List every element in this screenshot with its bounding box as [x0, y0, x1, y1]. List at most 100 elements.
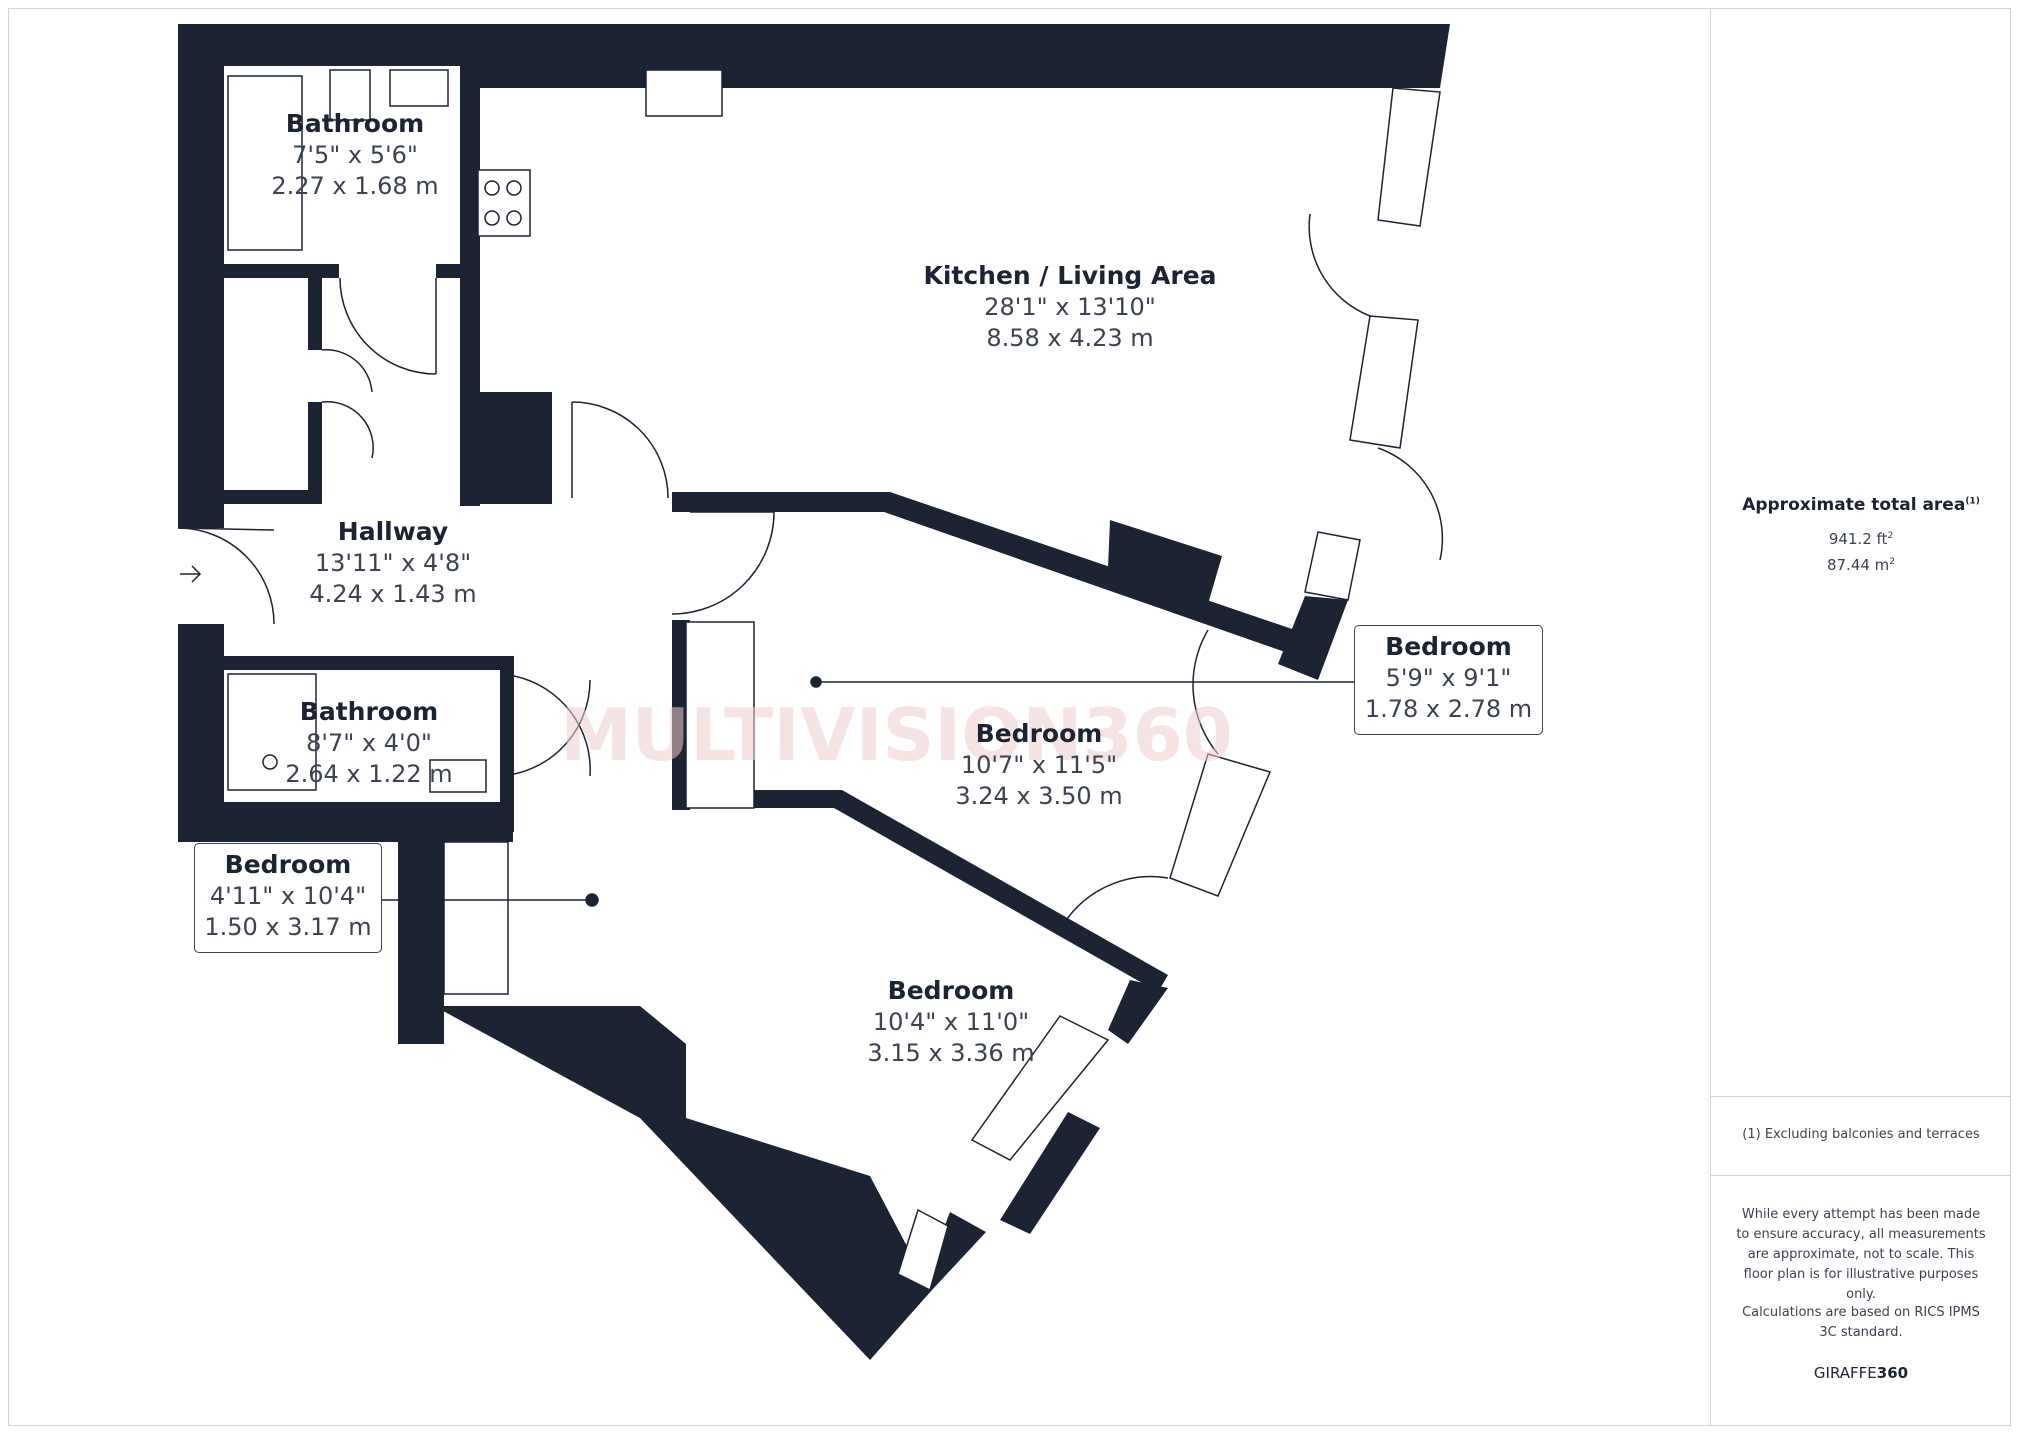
- wall-corner-right: [1278, 596, 1348, 680]
- sink-2: [429, 759, 487, 793]
- wall-bath1-bottom-right: [436, 264, 466, 278]
- callout-bedroom-small-right: Bedroom 5'9" x 9'1" 1.78 x 2.78 m: [1354, 625, 1543, 735]
- wardrobe-center: [685, 621, 755, 809]
- room-metric: 8.58 x 4.23 m: [986, 324, 1154, 352]
- total-area-m-value: 87.44 m: [1826, 556, 1890, 574]
- wall-bath2-right: [500, 662, 514, 832]
- wall-kitchen-bottom: [672, 492, 1295, 652]
- room-name: Bedroom: [1385, 632, 1512, 661]
- window-bedroom-2: [897, 1208, 949, 1292]
- hob: [477, 169, 531, 237]
- wall-pillar: [462, 392, 552, 504]
- unit-squared: 2: [1889, 557, 1896, 567]
- sink-1: [389, 69, 449, 107]
- room-metric: 1.50 x 3.17 m: [204, 913, 372, 941]
- hob-ring: [484, 210, 500, 226]
- room-imperial: 8'7" x 4'0": [306, 729, 432, 757]
- wardrobe-left: [443, 841, 509, 995]
- total-area-m: 87.44 m2: [1711, 556, 2011, 574]
- room-metric: 3.15 x 3.36 m: [867, 1039, 1035, 1067]
- room-name: Bathroom: [285, 109, 425, 138]
- brand-logo: GIRAFFE360: [1711, 1364, 2011, 1382]
- room-name: Hallway: [337, 517, 449, 546]
- room-name: Bedroom: [975, 719, 1103, 748]
- wall-top: [178, 24, 1450, 88]
- side-panel-rule: [1710, 1096, 2011, 1097]
- total-area-ft: 941.2 ft2: [1711, 530, 2011, 548]
- hob-ring: [506, 210, 522, 226]
- unit-squared: 2: [1887, 531, 1894, 541]
- door-bedroom-small-swing: [1192, 629, 1219, 755]
- room-hallway: Hallway 13'11" x 4'8" 4.24 x 1.43 m: [309, 516, 476, 610]
- room-metric: 2.27 x 1.68 m: [271, 172, 439, 200]
- window-bedroom-small: [1169, 753, 1272, 897]
- shower-drain: [262, 754, 278, 770]
- room-metric: 2.64 x 1.22 m: [285, 760, 453, 788]
- wall-hallway-bottom: [224, 656, 514, 670]
- wall-bedroom-window-seg: [1000, 1112, 1100, 1234]
- door-cupboard-swing-2: [321, 400, 374, 459]
- room-imperial: 7'5" x 5'6": [292, 141, 418, 169]
- room-imperial: 28'1" x 13'10": [984, 293, 1156, 321]
- side-panel-rule: [1710, 1175, 2011, 1176]
- callout-bedroom-small-left: Bedroom 4'11" x 10'4" 1.50 x 3.17 m: [194, 843, 382, 953]
- room-imperial: 10'7" x 11'5": [960, 751, 1118, 779]
- wall-bedroom-corner: [1108, 980, 1168, 1044]
- side-panel-divider: [1710, 8, 1711, 1426]
- wall-cupboard-lower: [308, 402, 322, 496]
- wall-kitchen-block: [1108, 520, 1222, 604]
- wall-bath2-bottom: [178, 802, 513, 842]
- page-frame: [8, 8, 2011, 1426]
- room-bathroom-1: Bathroom 7'5" x 5'6" 2.27 x 1.68 m: [271, 108, 438, 202]
- brand-number: 360: [1876, 1364, 1909, 1382]
- wall-cupboard-bottom: [224, 490, 322, 504]
- room-bathroom-2: Bathroom 8'7" x 4'0" 2.64 x 1.22 m: [285, 696, 452, 790]
- shower-2: [227, 673, 317, 791]
- room-bedroom-bottom: Bedroom 10'4" x 11'0" 3.15 x 3.36 m: [867, 975, 1034, 1069]
- door-balcony-swing-2: [1377, 447, 1444, 561]
- total-area-title-text: Approximate total area: [1742, 495, 1966, 515]
- door-bath2-swing: [513, 675, 591, 777]
- room-imperial: 13'11" x 4'8": [314, 549, 472, 577]
- watermark-text: MULTIVISION360: [560, 693, 1233, 777]
- wall-left-upper: [178, 24, 224, 528]
- door-bedroom-swing: [671, 511, 775, 615]
- leader-dot-left: [585, 893, 599, 907]
- wall-bedroom-bottom: [434, 1006, 930, 1360]
- total-area-title: Approximate total area(1): [1711, 495, 2011, 515]
- door-kitchen-swing: [571, 401, 669, 499]
- hob-ring: [484, 180, 500, 196]
- brand-name: GIRAFFE: [1813, 1364, 1877, 1382]
- window-kitchen-1: [1377, 87, 1441, 227]
- door-bedroom-bottom-swing: [1059, 875, 1169, 931]
- hob-ring: [506, 180, 522, 196]
- leader-dot-right: [810, 676, 822, 688]
- disclaimer: While every attempt has been made to ens…: [1736, 1207, 1986, 1302]
- wall-bedroom-small-left: [398, 836, 444, 1044]
- room-name: Kitchen / Living Area: [923, 261, 1217, 290]
- room-kitchen-living: Kitchen / Living Area 28'1" x 13'10" 8.5…: [923, 260, 1216, 354]
- floor-plan: MULTIVISION360: [177, 24, 1450, 1360]
- total-area-footnote-marker: (1): [1965, 496, 1980, 507]
- room-metric: 1.78 x 2.78 m: [1364, 695, 1533, 723]
- room-name: Bathroom: [299, 697, 439, 726]
- wall-bath1-bottom: [224, 264, 339, 278]
- footnote: (1) Excluding balconies and terraces: [1742, 1127, 1980, 1142]
- room-metric: 4.24 x 1.43 m: [309, 580, 477, 608]
- wall-bedroom-diag: [672, 790, 1168, 992]
- wall-cupboard: [308, 278, 322, 350]
- room-imperial: 10'4" x 11'0": [872, 1008, 1030, 1036]
- room-bedroom-center: Bedroom 10'7" x 11'5" 3.24 x 3.50 m: [955, 718, 1122, 812]
- kitchen-sink: [645, 69, 723, 117]
- door-bath1-swing: [339, 277, 437, 375]
- window-kitchen-3: [1304, 531, 1361, 601]
- room-imperial: 4'11" x 10'4": [209, 882, 367, 910]
- entrance-arrow-icon: [180, 565, 202, 583]
- toilet-1: [329, 69, 371, 121]
- door-bath2-swing-2: [499, 679, 591, 777]
- total-area-ft-value: 941.2 ft: [1828, 530, 1888, 548]
- room-name: Bedroom: [887, 976, 1015, 1005]
- window-bedroom-1: [970, 1015, 1110, 1161]
- room-name: Bedroom: [224, 850, 352, 879]
- wall-top-notch: [952, 66, 1057, 88]
